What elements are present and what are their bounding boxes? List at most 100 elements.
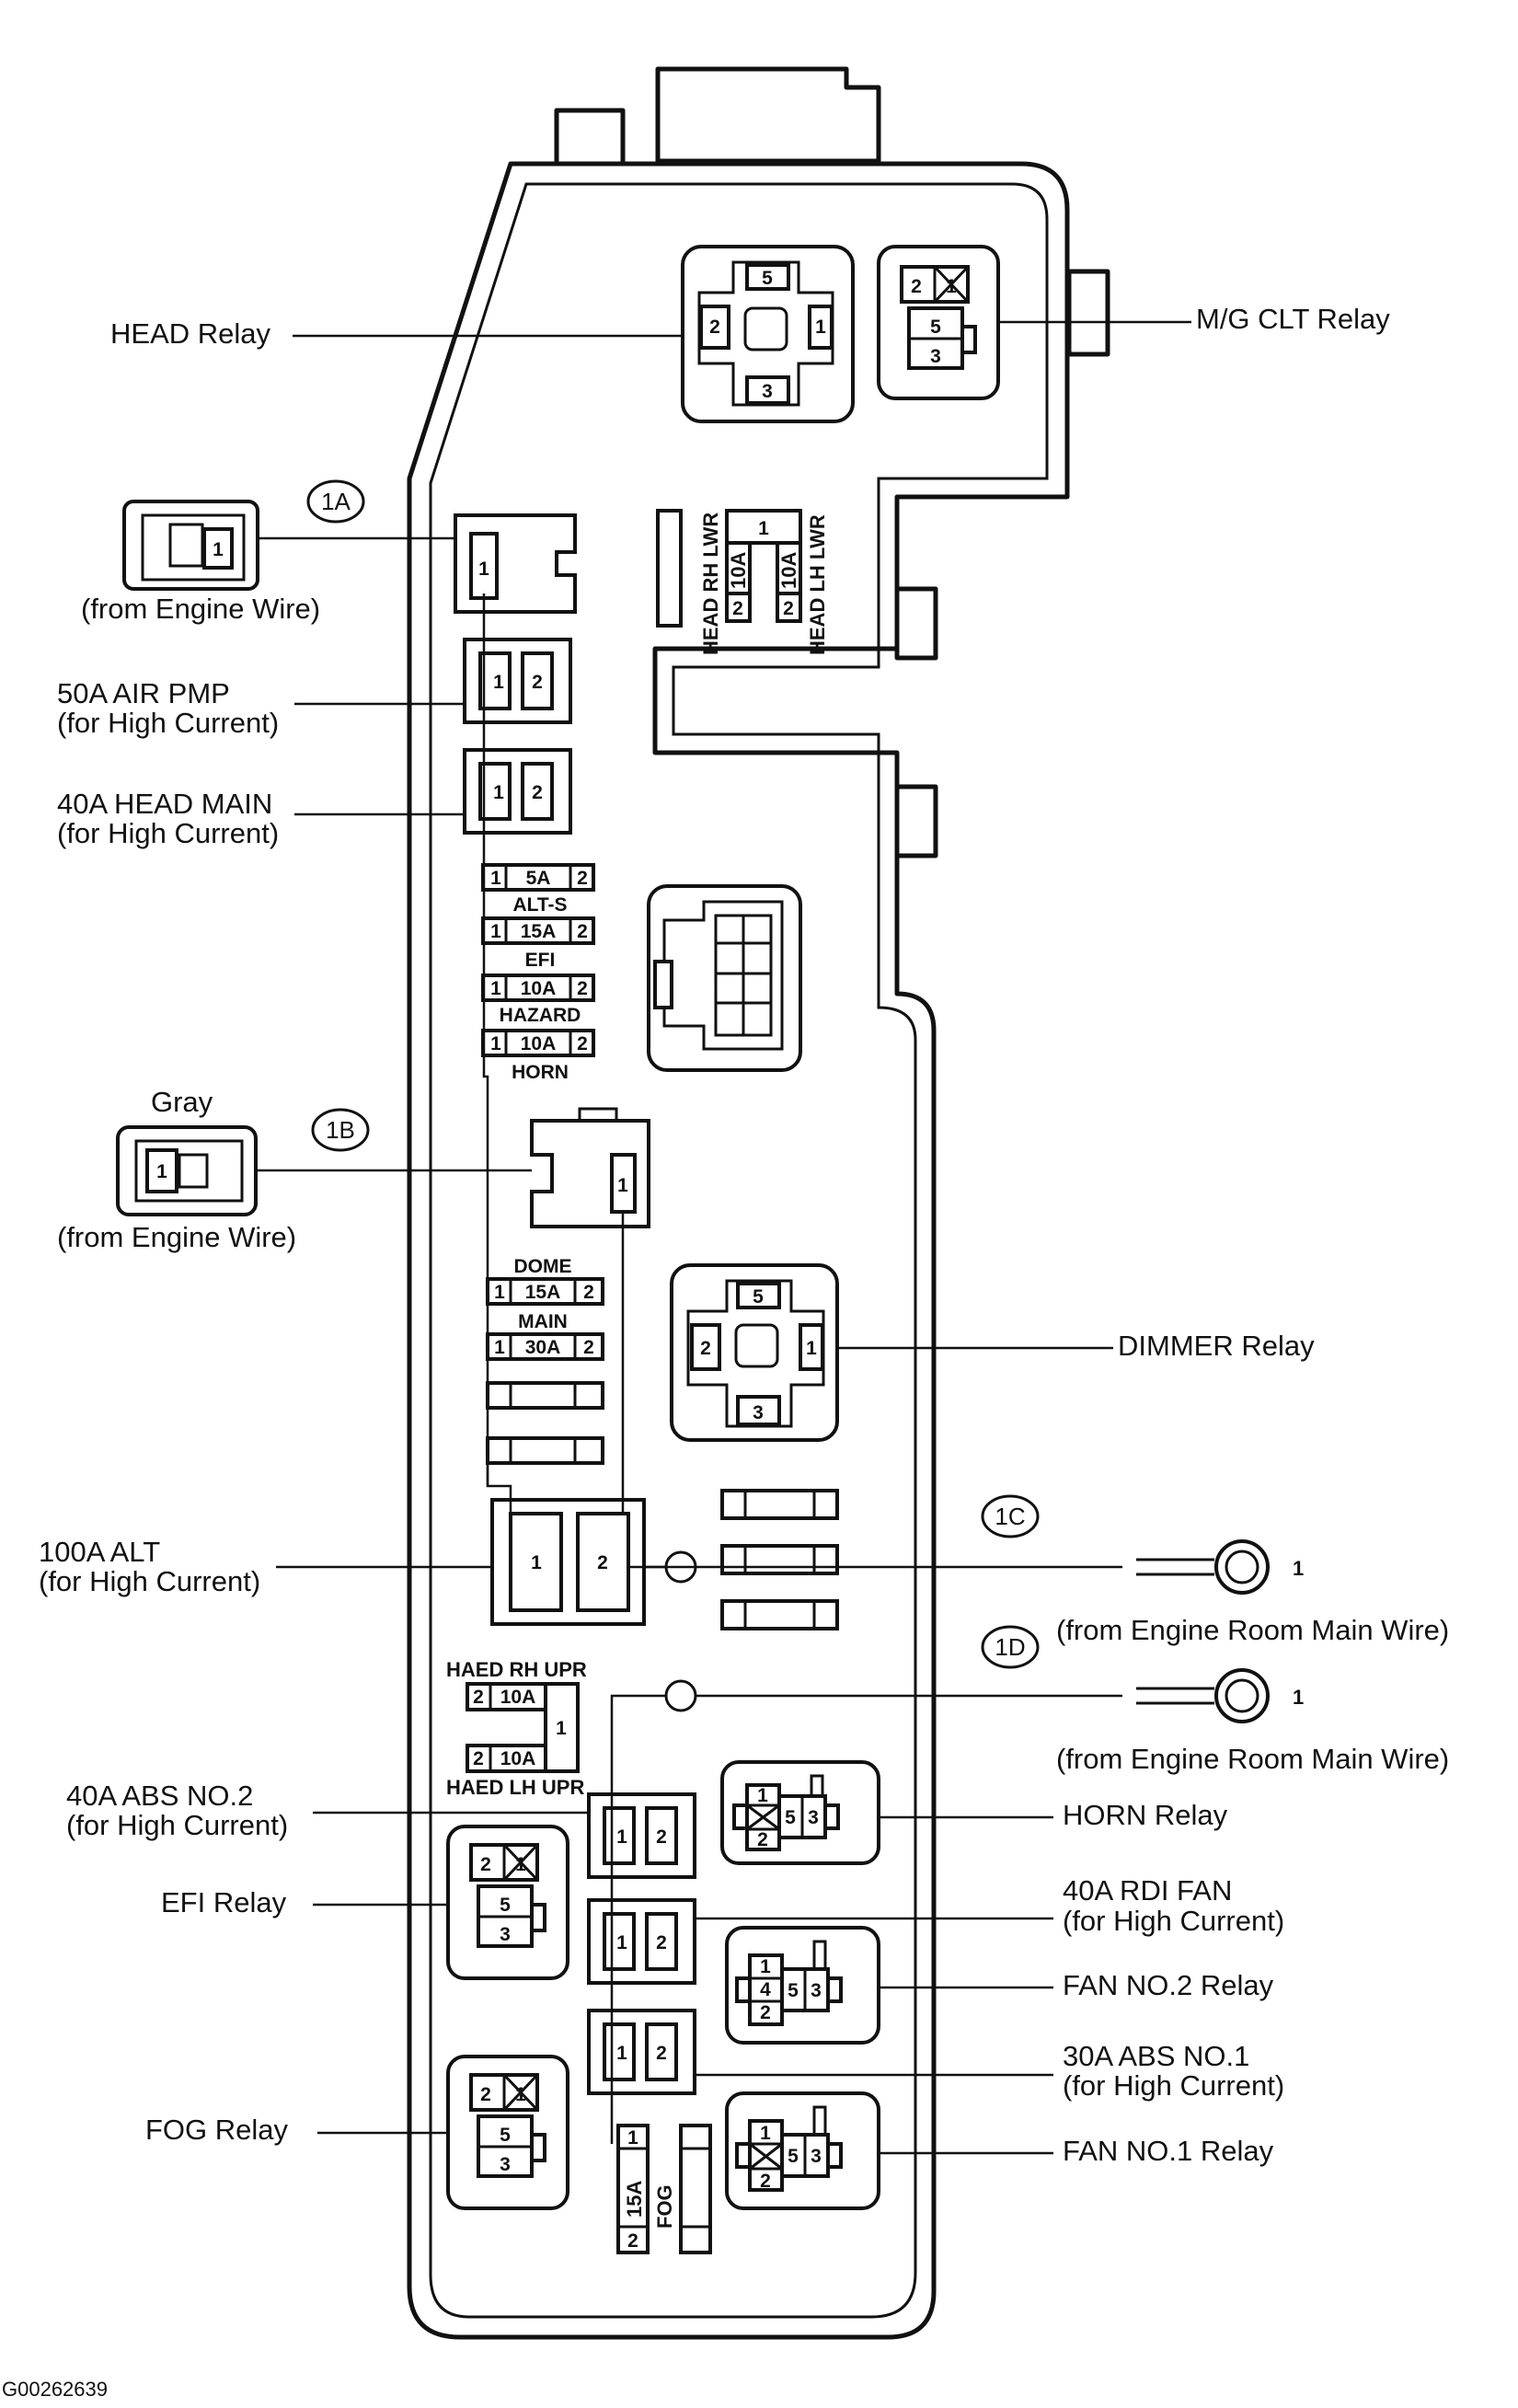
fuse-50a-air-pmp: 1 2 bbox=[463, 638, 572, 724]
pin-label: 2 bbox=[709, 317, 720, 338]
gray-label: Gray bbox=[151, 1086, 213, 1118]
abs2-label: 40A ABS NO.2 bbox=[66, 1780, 253, 1812]
fog-relay-label: FOG Relay bbox=[145, 2114, 289, 2146]
svg-text:HAED LH UPR: HAED LH UPR bbox=[446, 1776, 584, 1799]
connector-1b-socket: 1 bbox=[530, 1107, 650, 1228]
fuse-rating: 10A bbox=[777, 552, 800, 589]
abs1-sublabel: (for High Current) bbox=[1063, 2069, 1284, 2102]
mini-fuse-main: MAIN 1 30A 2 bbox=[486, 1311, 604, 1361]
mini-fuse-efi: 1 15A 2 EFI bbox=[481, 916, 595, 971]
svg-text:2: 2 bbox=[577, 978, 588, 999]
pin-label: 5 bbox=[788, 2146, 799, 2167]
internal-wiring bbox=[482, 593, 666, 2144]
spare-fuse-slot bbox=[720, 1599, 839, 1630]
fuse-rating: 10A bbox=[727, 552, 750, 589]
svg-text:HAED RH UPR: HAED RH UPR bbox=[446, 1658, 587, 1681]
connector-1a-icon: 1 bbox=[122, 500, 259, 591]
pin-label: 1 bbox=[213, 539, 224, 560]
head-lwr-fuse-block: 1 2 2 10A 10A HEAD RH LWR HEAD LH LWR bbox=[656, 509, 829, 655]
pin-label: 2 bbox=[783, 598, 794, 619]
fuse-100a-alt: 1 2 bbox=[490, 1498, 646, 1626]
svg-text:1D: 1D bbox=[995, 1633, 1025, 1661]
svg-text:1: 1 bbox=[556, 1718, 567, 1739]
fuse-40a-head-main: 1 2 bbox=[463, 748, 572, 835]
horn-relay: 1 2 5 3 bbox=[720, 1760, 880, 1865]
pin-label: 1 bbox=[493, 672, 504, 693]
pin-label: 1 bbox=[531, 1552, 542, 1573]
pin-label: 2 bbox=[480, 1854, 491, 1875]
efi-relay-label: EFI Relay bbox=[161, 1886, 287, 1918]
pin-label: 1 bbox=[156, 1161, 167, 1182]
ring-terminal-1d-icon: 1 bbox=[1136, 1668, 1304, 1723]
svg-text:1: 1 bbox=[490, 978, 501, 999]
mini-fuse-horn: 1 10A 2 HORN bbox=[481, 1029, 595, 1083]
alt-sublabel: (for High Current) bbox=[39, 1565, 260, 1597]
svg-text:10A: 10A bbox=[500, 1748, 536, 1769]
svg-text:1: 1 bbox=[494, 1282, 505, 1303]
from-engine-room-main-wire-label: (from Engine Room Main Wire) bbox=[1056, 1743, 1449, 1775]
pin-label: 5 bbox=[753, 1286, 764, 1308]
svg-text:HORN: HORN bbox=[512, 1062, 569, 1083]
svg-text:15A: 15A bbox=[525, 1282, 561, 1303]
pin-label: 3 bbox=[930, 346, 941, 367]
svg-text:5A: 5A bbox=[526, 868, 551, 889]
pin-label: 3 bbox=[500, 1924, 511, 1945]
mini-fuse-hazard: 1 10A 2 HAZARD bbox=[481, 974, 595, 1026]
svg-text:10A: 10A bbox=[521, 978, 557, 999]
pin-label: 1 bbox=[806, 1338, 817, 1359]
fog-relay: 2 1 5 3 bbox=[446, 2055, 569, 2210]
pin-label: 1 bbox=[616, 1932, 627, 1953]
multi-pin-connector bbox=[647, 884, 802, 1072]
svg-text:1: 1 bbox=[494, 1337, 505, 1358]
mg-clt-relay-label: M/G CLT Relay bbox=[1196, 303, 1390, 335]
pin-label: 4 bbox=[760, 1979, 771, 2000]
pin-label: 1 bbox=[478, 559, 489, 580]
fan-no1-relay-label: FAN NO.1 Relay bbox=[1063, 2135, 1274, 2167]
pin-label: 2 bbox=[597, 1552, 608, 1573]
pin-label: 2 bbox=[656, 1932, 667, 1953]
pin-label: 5 bbox=[500, 1895, 511, 1916]
pin-label: 2 bbox=[480, 2084, 491, 2105]
svg-text:FOG: FOG bbox=[653, 2184, 676, 2229]
svg-text:2: 2 bbox=[473, 1687, 484, 1708]
connector-1b-icon: 1 bbox=[116, 1125, 258, 1216]
fan-no1-relay: 1 2 5 3 bbox=[725, 2091, 880, 2210]
pin-label: 2 bbox=[656, 1826, 667, 1848]
svg-text:1: 1 bbox=[1293, 1686, 1304, 1709]
pin-label: 1 bbox=[515, 1854, 526, 1875]
pin-label: 5 bbox=[762, 268, 773, 289]
svg-text:2: 2 bbox=[583, 1282, 594, 1303]
pin-label: 3 bbox=[808, 1807, 819, 1828]
terminal-stud-1d bbox=[664, 1679, 697, 1712]
connector-1a-badge: 1A bbox=[306, 479, 365, 524]
pin-label: 3 bbox=[753, 1402, 764, 1423]
mini-fuse-dome: DOME 1 15A 2 bbox=[486, 1256, 604, 1306]
pin-label: 1 bbox=[760, 1956, 771, 1977]
fuse-40a-rdi-fan: 1 2 bbox=[587, 1898, 696, 1985]
air-pmp-label: 50A AIR PMP bbox=[57, 677, 230, 709]
svg-text:10A: 10A bbox=[521, 1033, 557, 1054]
pin-label: 1 bbox=[617, 1175, 628, 1196]
svg-text:MAIN: MAIN bbox=[518, 1311, 568, 1332]
fan-no2-relay-label: FAN NO.2 Relay bbox=[1063, 1969, 1274, 2001]
svg-text:1: 1 bbox=[1293, 1557, 1304, 1580]
svg-text:EFI: EFI bbox=[525, 950, 556, 971]
svg-text:ALT-S: ALT-S bbox=[512, 894, 567, 916]
svg-text:1B: 1B bbox=[326, 1116, 355, 1144]
from-engine-wire-label: (from Engine Wire) bbox=[81, 593, 320, 625]
pin-label: 1 bbox=[760, 2123, 771, 2144]
connector-1b-badge: 1B bbox=[311, 1108, 370, 1152]
head-main-sublabel: (for High Current) bbox=[57, 817, 279, 849]
pin-label: 1 bbox=[493, 782, 504, 803]
pin-label: 2 bbox=[911, 276, 922, 297]
pin-label: 2 bbox=[532, 782, 543, 803]
head-upr-fuse-block: HAED RH UPR 2 10A 1 2 10A HAED LH UPR bbox=[446, 1658, 587, 1799]
head-relay: 5 2 1 3 bbox=[681, 245, 855, 423]
pin-label: 1 bbox=[616, 1826, 627, 1848]
pin-label: 2 bbox=[532, 672, 543, 693]
fuse-name: HEAD RH LWR bbox=[699, 513, 722, 655]
svg-text:2: 2 bbox=[583, 1337, 594, 1358]
figure-id: G00262639 bbox=[2, 2378, 108, 2401]
connector-1c-badge: 1C bbox=[981, 1494, 1040, 1538]
